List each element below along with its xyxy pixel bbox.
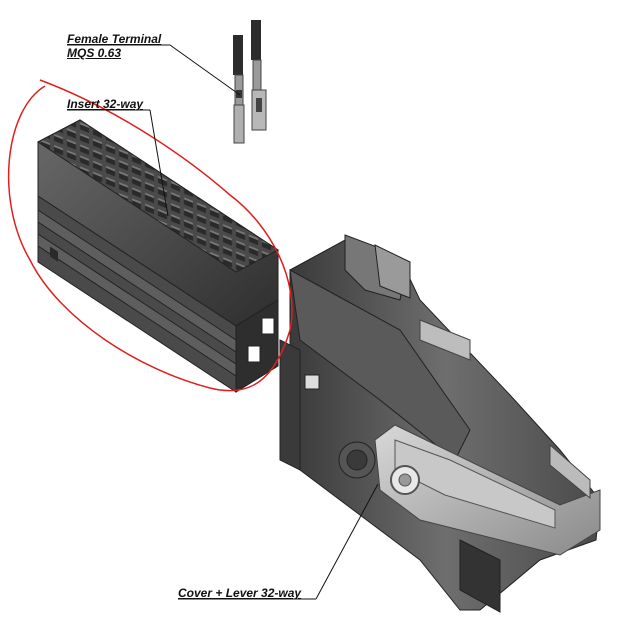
cover-lever-part (279, 234, 601, 613)
cover-lever-label: Cover + Lever 32-way (178, 586, 302, 600)
lever-arm (374, 319, 601, 556)
leader-lines (67, 44, 379, 600)
female-terminal-spec: MQS 0.63 (67, 46, 122, 60)
female-terminal-title: Female Terminal (67, 32, 162, 46)
terminal-right (251, 20, 267, 131)
female-terminal-label: Female Terminal MQS 0.63 (67, 32, 161, 60)
female-terminal-part (233, 20, 267, 144)
terminal-left (233, 35, 245, 144)
insert-part (37, 119, 279, 393)
highlight-circle (7, 79, 293, 392)
insert-label: Insert 32-way (67, 97, 144, 111)
